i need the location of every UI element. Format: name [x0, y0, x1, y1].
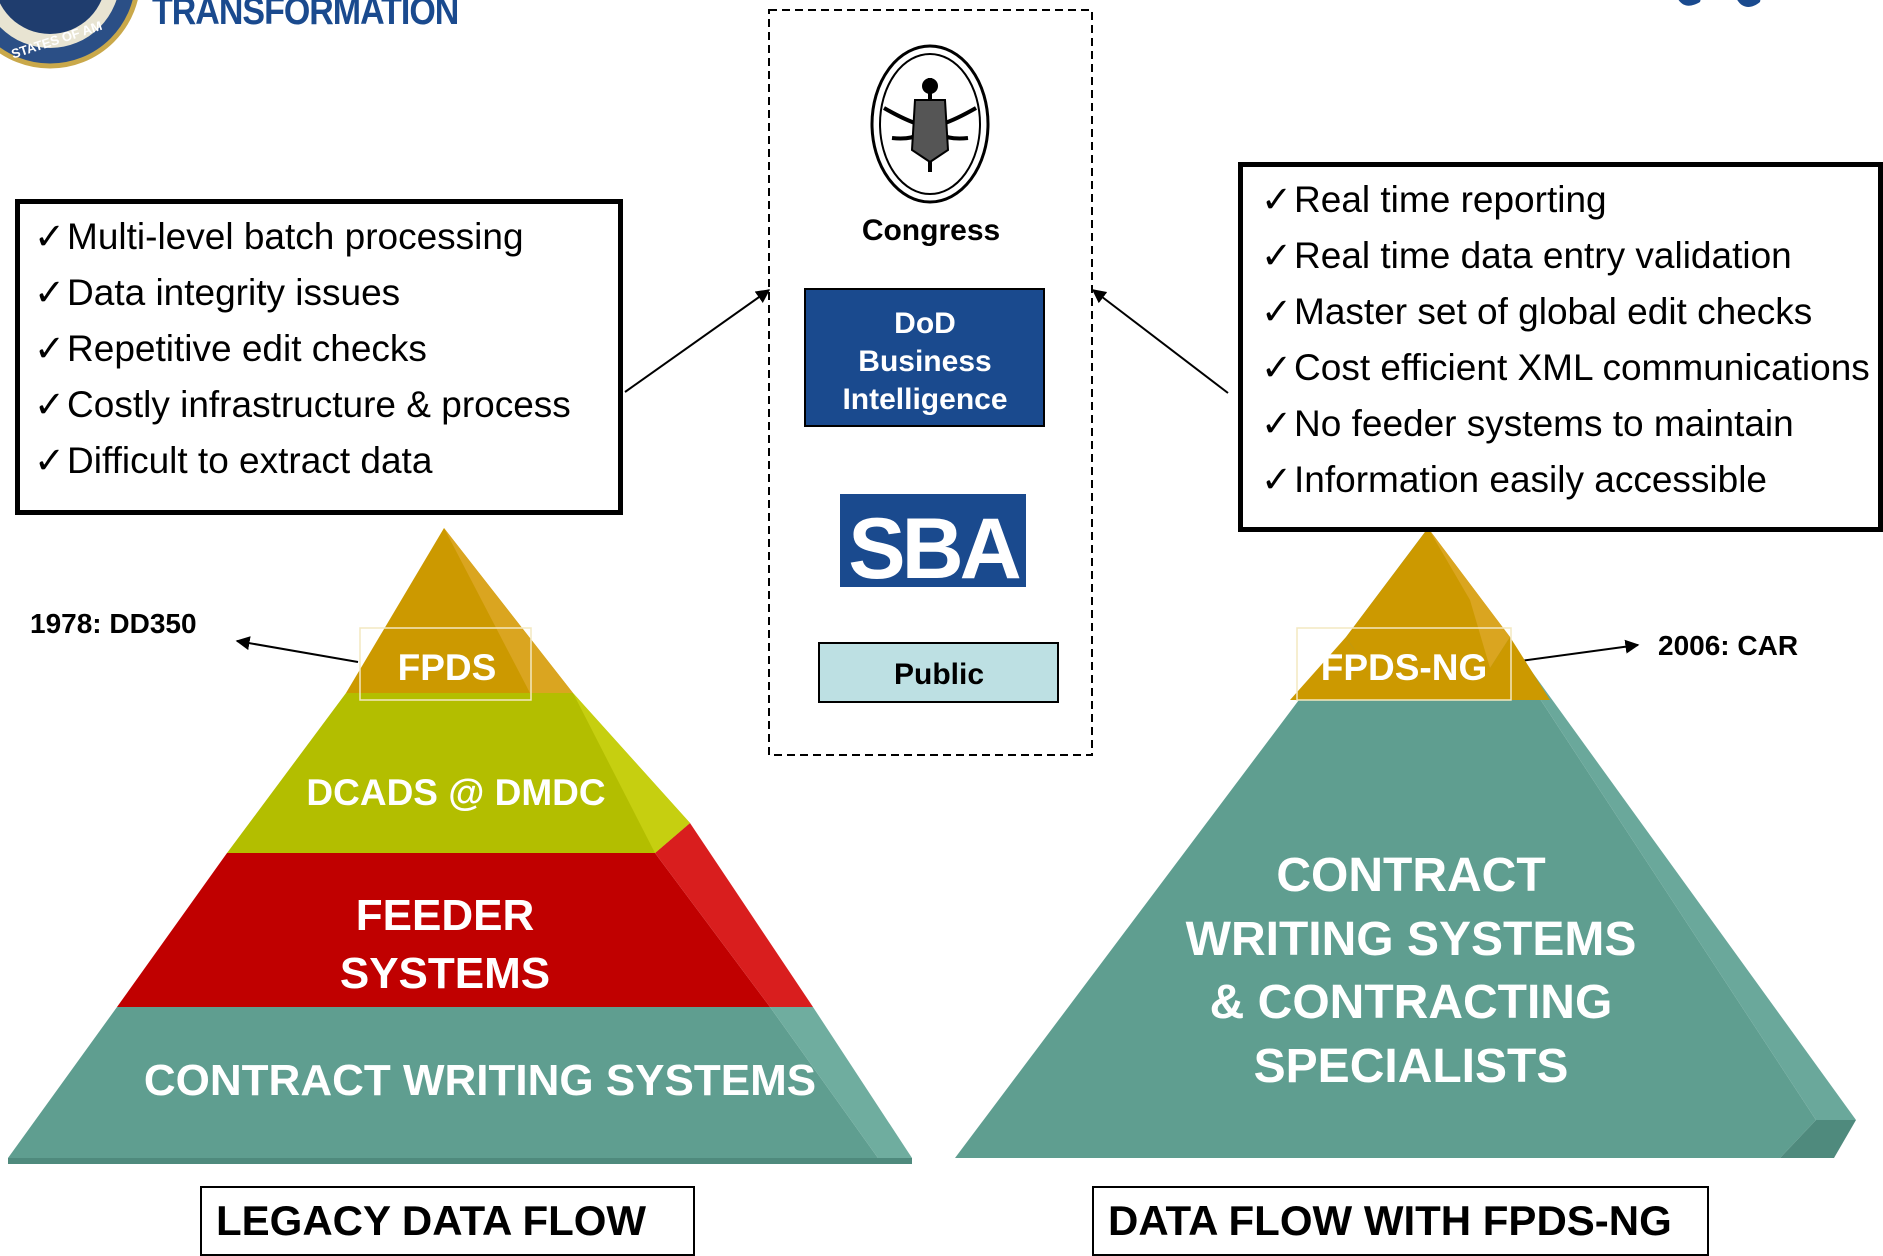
- check-icon: ✓: [1261, 403, 1293, 444]
- consumers-dashed-panel: [768, 9, 1093, 756]
- ng-feature-item: ✓Real time data entry validation: [1261, 235, 1792, 276]
- legacy-year-label: 1978: DD350: [30, 608, 197, 639]
- legacy-base-label: CONTRACT WRITING SYSTEMS: [144, 1056, 816, 1105]
- sba-logo: SBA: [840, 494, 1026, 597]
- sba-logo-text: SBA: [848, 501, 1019, 597]
- ng-feature-item: ✓Cost efficient XML communications: [1261, 347, 1870, 388]
- check-icon: ✓: [34, 272, 66, 313]
- dod-bi-label-line3: Intelligence: [842, 383, 1007, 416]
- legacy-caption: LEGACY DATA FLOW: [200, 1186, 695, 1256]
- legacy-feature-item: ✓Multi-level batch processing: [34, 216, 524, 257]
- ng-label-line4: SPECIALISTS: [1254, 1040, 1569, 1093]
- public-box: [818, 642, 1059, 703]
- legacy-third-label-line2: SYSTEMS: [340, 949, 550, 998]
- fpds-ng-outline-box: [1296, 627, 1512, 701]
- check-icon: ✓: [34, 328, 66, 369]
- check-icon: ✓: [34, 216, 66, 257]
- ng-label-line1: CONTRACT: [1276, 849, 1545, 902]
- congress-seal-icon: [870, 44, 990, 204]
- legacy-top-label: FPDS: [398, 647, 497, 688]
- legacy-third-label-line1: FEEDER: [356, 891, 534, 940]
- check-icon: ✓: [1261, 291, 1293, 332]
- ng-feature-item: ✓Master set of global edit checks: [1261, 291, 1813, 332]
- legacy-to-consumers-arrow: [624, 289, 771, 393]
- legacy-pyramid: [8, 528, 912, 1164]
- check-icon: ✓: [1261, 235, 1293, 276]
- fpds-ng-to-2006-arrow: [1512, 639, 1640, 663]
- ng-pyramid: [955, 528, 1856, 1158]
- check-icon: ✓: [1261, 179, 1293, 220]
- dod-seal-logo: STATES OF AM: [0, 0, 138, 69]
- check-icon: ✓: [1261, 347, 1293, 388]
- legacy-second-label: DCADS @ DMDC: [306, 772, 605, 813]
- ng-year-label: 2006: CAR: [1658, 630, 1798, 661]
- ng-label-line2: WRITING SYSTEMS: [1186, 913, 1637, 966]
- check-icon: ✓: [1261, 459, 1293, 500]
- congress-label: Congress: [862, 214, 1000, 247]
- pyramid-tier-base: [8, 1007, 878, 1158]
- ng-pyramid-body: [955, 528, 1816, 1158]
- legacy-feature-item: ✓Data integrity issues: [34, 272, 401, 313]
- pyramid-tier-dcads: [227, 693, 690, 853]
- legacy-feature-item: ✓Difficult to extract data: [34, 440, 433, 481]
- ng-features-box: ✓Real time reporting ✓Real time data ent…: [1238, 162, 1883, 532]
- ng-label-line3: & CONTRACTING: [1210, 976, 1613, 1029]
- ng-caption: DATA FLOW WITH FPDS-NG: [1092, 1186, 1709, 1256]
- ng-top-label: FPDS-NG: [1321, 647, 1488, 688]
- dod-bi-label-line1: DoD: [894, 307, 956, 340]
- header-logo-fragment: [1678, 0, 1761, 7]
- check-icon: ✓: [34, 384, 66, 425]
- check-icon: ✓: [34, 440, 66, 481]
- dod-bi-label-line2: Business: [858, 345, 991, 378]
- public-label: Public: [894, 658, 984, 691]
- ng-feature-item: ✓Real time reporting: [1261, 179, 1607, 220]
- legacy-features-box: ✓Multi-level batch processing ✓Data inte…: [15, 199, 623, 515]
- legacy-feature-item: ✓Costly infrastructure & process: [34, 384, 571, 425]
- transformation-logo-text: TRANSFORMATION: [152, 0, 458, 33]
- ng-to-consumers-arrow: [1091, 289, 1229, 394]
- legacy-feature-item: ✓Repetitive edit checks: [34, 328, 427, 369]
- ng-feature-item: ✓No feeder systems to maintain: [1261, 403, 1794, 444]
- pyramid-tier-feeder: [117, 853, 770, 1007]
- dod-bi-box: [804, 288, 1045, 427]
- fpds-outline-box: [359, 627, 532, 701]
- ng-feature-item: ✓Information easily accessible: [1261, 459, 1768, 500]
- fpds-to-1978-arrow: [235, 636, 359, 663]
- ng-pyramid-top: [1346, 528, 1510, 668]
